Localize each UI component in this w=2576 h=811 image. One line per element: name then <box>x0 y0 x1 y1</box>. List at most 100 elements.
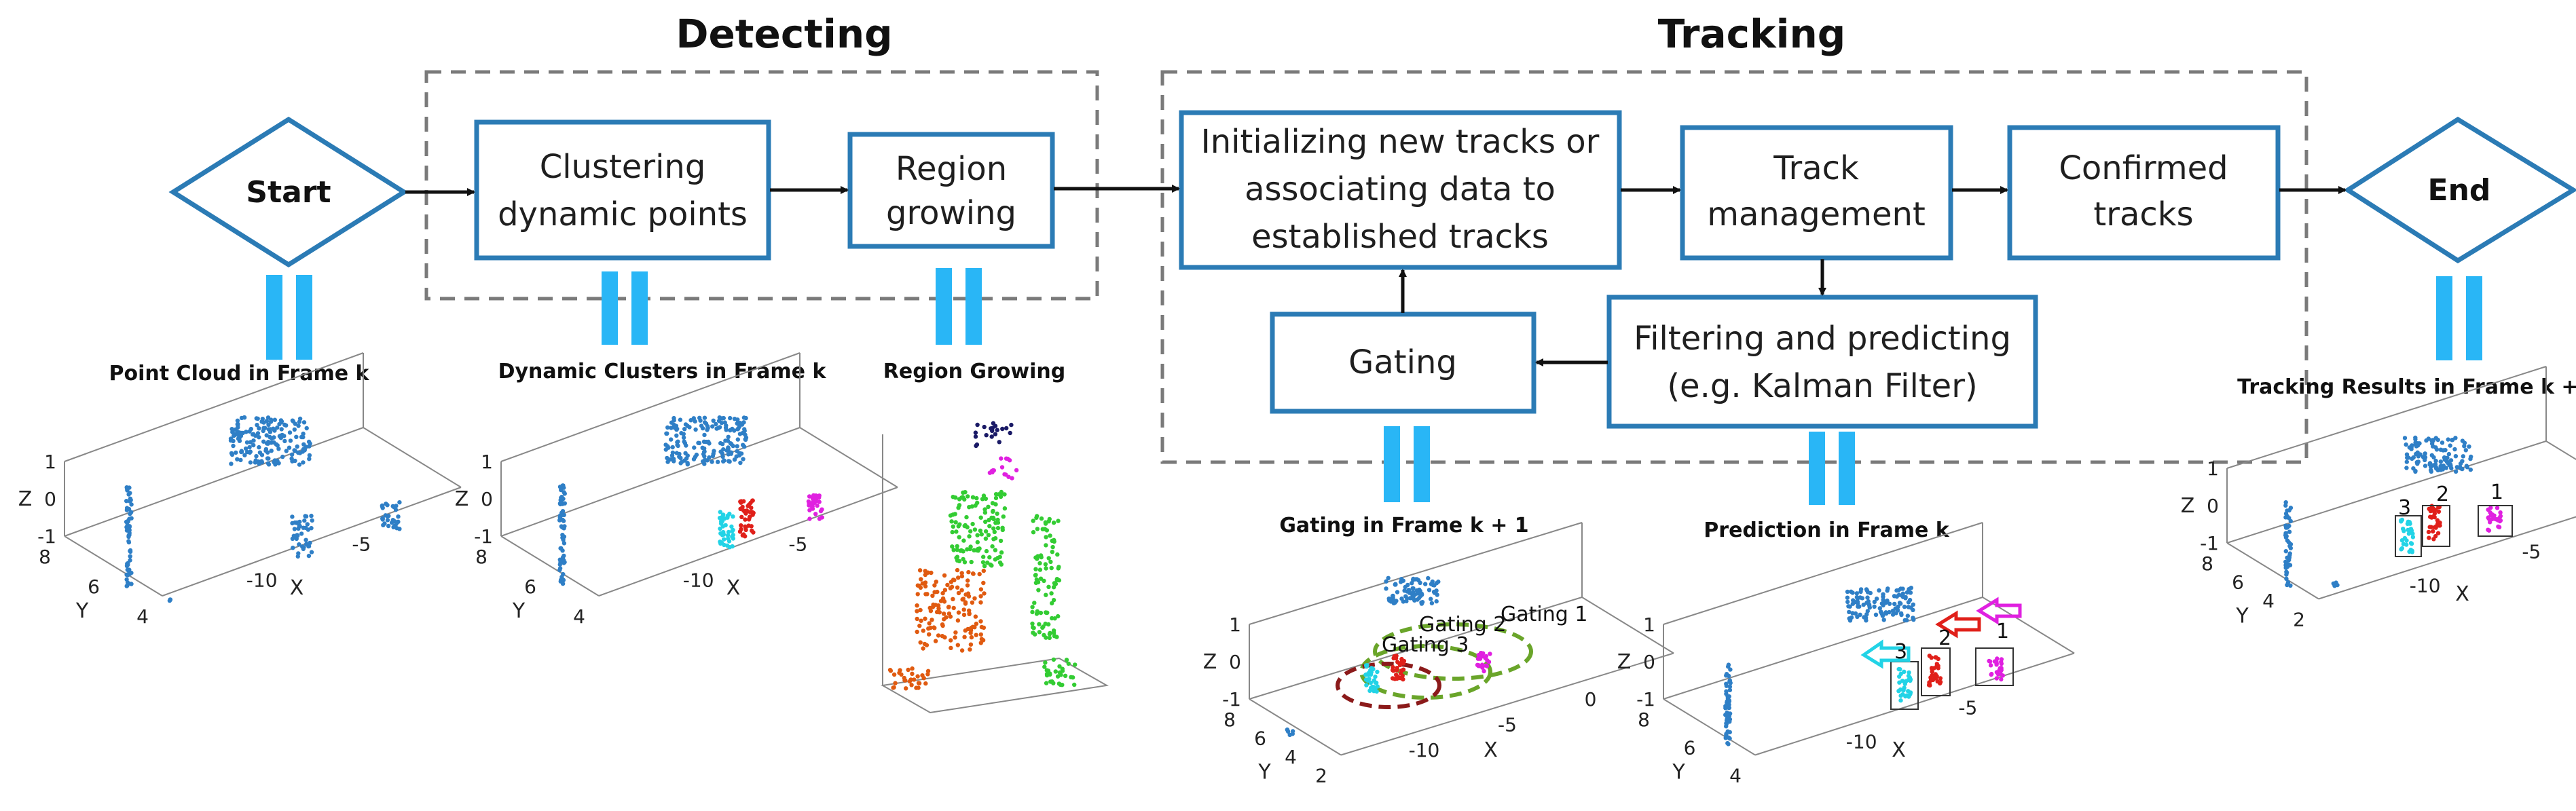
cluster-magenta <box>2495 518 2501 523</box>
pole-points <box>1727 687 1733 692</box>
z-axis-label: Z <box>455 487 469 511</box>
pole-points <box>1285 727 1290 732</box>
pole-points <box>561 496 566 502</box>
region-top-points <box>997 440 1002 445</box>
pole-points <box>1727 702 1731 707</box>
region-green-points <box>976 546 980 552</box>
building-points <box>277 421 282 427</box>
building-points <box>282 438 287 444</box>
cluster-cyan <box>2402 529 2406 533</box>
building-points <box>297 451 302 455</box>
region-green-points <box>990 544 995 549</box>
init-tracks-box <box>1179 110 1622 270</box>
y-axis-label: Y <box>2235 605 2249 628</box>
object-points <box>291 546 295 550</box>
building-points <box>702 415 707 420</box>
region-green-points <box>1072 682 1077 687</box>
track-mgmt-line-1: Track <box>1773 149 1859 187</box>
cluster-red <box>1935 679 1940 684</box>
region-orange-points <box>891 685 896 690</box>
building-points <box>1862 615 1866 620</box>
axis-edge <box>64 352 364 462</box>
region-green-points <box>969 559 974 565</box>
building-points <box>1847 604 1852 609</box>
pole-points <box>124 584 129 588</box>
building-points <box>681 435 686 440</box>
track-mgmt-line-2: management <box>1707 195 1926 233</box>
region-orange-points <box>978 587 984 592</box>
pole-points <box>1727 678 1732 683</box>
building-points <box>1386 576 1391 580</box>
plot-region-growing <box>881 421 1109 714</box>
region-orange-points <box>918 607 923 613</box>
cluster-magenta <box>1999 661 2004 666</box>
z-tick-label: 0 <box>1643 651 1655 673</box>
building-points <box>2423 451 2427 456</box>
object-points <box>301 525 306 530</box>
region-green-points <box>1043 660 1048 665</box>
building-points <box>2453 469 2459 474</box>
building-points <box>257 445 261 450</box>
region-orange-points <box>981 580 986 586</box>
pole-points <box>559 487 564 493</box>
building-points <box>728 450 733 455</box>
building-points <box>710 459 714 464</box>
region-green-points <box>1046 668 1051 673</box>
region-green-points <box>985 560 990 565</box>
region-green-points <box>1039 516 1044 521</box>
building-points <box>235 421 240 427</box>
building-points <box>266 456 271 461</box>
object-points <box>393 508 399 512</box>
building-points <box>2448 462 2453 467</box>
building-points <box>1885 598 1890 603</box>
cluster-cyan <box>1367 688 1372 693</box>
region-green-points <box>984 548 989 554</box>
building-points <box>1399 577 1404 582</box>
region-orange-points <box>940 622 945 627</box>
building-points <box>259 419 264 424</box>
x-tick-label: -10 <box>1409 739 1440 761</box>
z-tick-label: -1 <box>474 525 493 548</box>
cluster-red <box>2435 518 2440 523</box>
cluster-cyan <box>718 510 723 514</box>
building-points <box>266 427 271 432</box>
noise-points <box>2335 582 2340 588</box>
region-top-points <box>1006 474 1011 479</box>
building-points <box>702 449 707 454</box>
cluster-magenta <box>813 493 819 498</box>
cluster-red <box>739 500 743 505</box>
building-points <box>1858 612 1862 617</box>
pole-points <box>557 567 562 573</box>
z-axis-label: Z <box>2181 494 2195 518</box>
region-green-points <box>957 503 962 508</box>
pole-points <box>128 582 134 586</box>
building-points <box>2423 457 2427 463</box>
building-points <box>1411 597 1416 601</box>
building-points <box>235 418 240 423</box>
cluster-magenta <box>1488 652 1492 656</box>
building-points <box>743 415 748 421</box>
region-green-points <box>960 495 965 499</box>
building-points <box>1887 601 1892 606</box>
region-green-points <box>1054 578 1059 582</box>
building-points <box>289 456 294 461</box>
cluster-red <box>743 525 748 530</box>
start-label: Start <box>246 175 331 210</box>
region-green-points <box>956 524 961 529</box>
region-green-points <box>975 540 980 545</box>
region-green-points <box>1040 625 1045 630</box>
region-green-points <box>1051 630 1056 635</box>
region-green-points <box>1057 664 1062 669</box>
track-box-2 <box>2422 505 2450 547</box>
object-points <box>293 520 297 525</box>
region-orange-points <box>926 626 931 631</box>
region-green-points <box>1048 533 1052 538</box>
region-orange-points <box>981 568 987 573</box>
region-green-points <box>968 529 973 534</box>
x-tick-label: -5 <box>1958 697 1977 719</box>
building-points <box>1399 596 1404 601</box>
y-tick-label: 6 <box>1684 736 1696 759</box>
cluster-cyan <box>1372 678 1377 683</box>
